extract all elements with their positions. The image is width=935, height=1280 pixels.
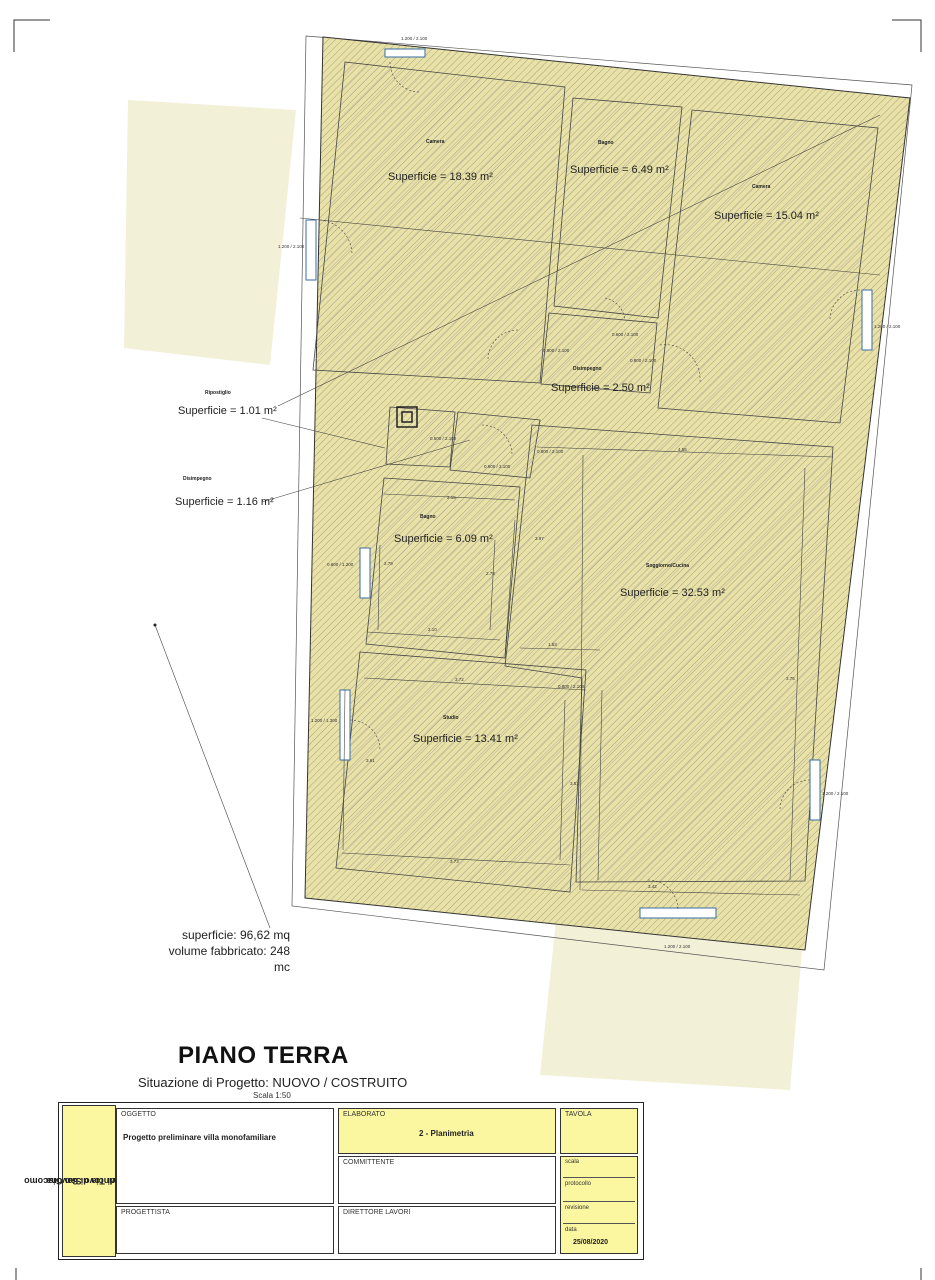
window-size-label: 0.800 / 2.100 xyxy=(630,358,657,363)
protocollo-label: protocollo xyxy=(565,1181,592,1187)
dim-label: 3.72 xyxy=(455,677,464,682)
room-label-disimpegno-1: Disimpegno xyxy=(573,366,602,372)
window-size-label: 0.500 / 2.100 xyxy=(430,436,457,441)
drawing-title: PIANO TERRA xyxy=(178,1042,349,1069)
room-bagno-1-floor xyxy=(553,97,683,319)
room-area-soggiorno: Superficie = 32.53 m² xyxy=(620,587,725,599)
dim-label: 3.51 xyxy=(570,781,579,786)
dim-label: 2.10 xyxy=(428,627,437,632)
room-label-studio: Studio xyxy=(443,715,459,721)
window-size-label: 1.200 / 1.300 xyxy=(311,718,338,723)
room-area-ripostiglio: Superficie = 1.01 m² xyxy=(178,405,277,417)
building-stats: superficie: 96,62 mq volume fabbricato: … xyxy=(150,927,290,975)
room-area-camera-2: Superficie = 15.04 m² xyxy=(714,210,819,222)
data-value: 25/08/2020 xyxy=(573,1239,609,1246)
lot-boundary xyxy=(291,35,913,971)
dim-label: 3.97 xyxy=(535,536,544,541)
window-size-label: 0.800 / 1.200 xyxy=(327,562,354,567)
room-camera-2-floor xyxy=(657,109,879,424)
room-studio-floor xyxy=(335,651,587,893)
tavola-label: TAVOLA xyxy=(565,1111,592,1118)
committente-box: COMMITTENTE xyxy=(338,1156,556,1204)
room-label-soggiorno: Soggiorno/Cucina xyxy=(646,563,689,569)
committente-label: COMMITTENTE xyxy=(343,1159,395,1166)
room-label-bagno-1: Bagno xyxy=(598,140,614,146)
window-size-label: 1.200 / 2.100 xyxy=(401,36,428,41)
direttore-label: DIRETTORE LAVORI xyxy=(343,1209,411,1216)
window-size-label: 0.600 / 2.100 xyxy=(484,464,511,469)
dim-label: 3.75 xyxy=(786,676,795,681)
elaborato-box: ELABORATO 2 - Planimetria xyxy=(338,1108,556,1154)
revisione-label: revisione xyxy=(565,1205,590,1211)
surface-total: superficie: 96,62 mq xyxy=(181,928,290,942)
oggetto-box: OGGETTO Progetto preliminare villa monof… xyxy=(116,1108,334,1204)
room-bagno-2-floor xyxy=(365,477,521,659)
drawing-scale: Scala 1:50 xyxy=(253,1091,291,1100)
window-size-label: 0.800 / 2.100 xyxy=(543,348,570,353)
rooms-layer xyxy=(312,61,879,893)
room-label-camera-2: Camera xyxy=(752,184,771,190)
door-swings xyxy=(319,61,861,911)
progettista-box: PROGETTISTA xyxy=(116,1206,334,1254)
reference-lines xyxy=(154,114,881,929)
window-size-label: 1.200 / 2.100 xyxy=(874,324,901,329)
room-label-ripostiglio: Ripostiglio xyxy=(205,390,231,396)
room-label-disimpegno-2: Disimpegno xyxy=(183,476,212,482)
tavola-box: TAVOLA xyxy=(560,1108,638,1154)
direttore-box: DIRETTORE LAVORI xyxy=(338,1206,556,1254)
window-size-label: 0.800 / 2.100 xyxy=(558,684,585,689)
dim-label: 2.78 xyxy=(486,571,495,576)
garden-areas xyxy=(124,100,802,1090)
dim-label: 2.15 xyxy=(447,495,456,500)
room-disimpegno-1-floor xyxy=(540,312,658,394)
window-size-label: 1.200 / 2.100 xyxy=(664,944,691,949)
room-area-bagno-1: Superficie = 6.49 m² xyxy=(570,164,669,176)
room-area-studio: Superficie = 13.41 m² xyxy=(413,733,518,745)
elaborato-label: ELABORATO xyxy=(343,1111,386,1118)
progettista-label: PROGETTISTA xyxy=(121,1209,170,1216)
dim-label: 3.73 xyxy=(450,859,459,864)
crop-marks xyxy=(13,19,922,1280)
dim-label: 3.42 xyxy=(648,884,657,889)
drawing-subtitle: Situazione di Progetto: NUOVO / COSTRUIT… xyxy=(138,1075,408,1090)
chimney xyxy=(396,406,418,428)
room-area-disimpegno-2: Superficie = 1.16 m² xyxy=(175,496,274,508)
info-box: scala protocollo revisione data 25/08/20… xyxy=(560,1156,638,1254)
room-camera-1-floor xyxy=(312,61,566,384)
window-size-label: 0.800 / 2.100 xyxy=(537,449,564,454)
room-area-disimpegno-1: Superficie = 2.50 m² xyxy=(551,382,650,394)
oggetto-value: Progetto preliminare villa monofamiliare xyxy=(123,1133,276,1142)
windows xyxy=(305,48,873,919)
room-label-camera-1: Camera xyxy=(426,139,445,145)
dim-label: 1.53 xyxy=(548,642,557,647)
data-label: data xyxy=(565,1227,577,1233)
window-size-label: 0.600 / 2.100 xyxy=(612,332,639,337)
volume-total: volume fabbricato: 248 mc xyxy=(168,944,290,974)
room-label-bagno-2: Bagno xyxy=(420,514,436,520)
room-area-camera-1: Superficie = 18.39 m² xyxy=(388,171,493,183)
dim-label: 4.55 xyxy=(678,447,687,452)
scala-label: scala xyxy=(565,1159,580,1165)
dim-label: 2.79 xyxy=(384,561,393,566)
elaborato-value: 2 - Planimetria xyxy=(419,1129,474,1138)
window-size-label: 1.200 / 2.100 xyxy=(278,244,305,249)
room-area-bagno-2: Superficie = 6.09 m² xyxy=(394,533,493,545)
dim-label: 3.61 xyxy=(366,758,375,763)
window-size-label: 1.200 / 2.100 xyxy=(822,791,849,796)
oggetto-label: OGGETTO xyxy=(121,1111,156,1118)
dimension-lines xyxy=(341,446,834,896)
